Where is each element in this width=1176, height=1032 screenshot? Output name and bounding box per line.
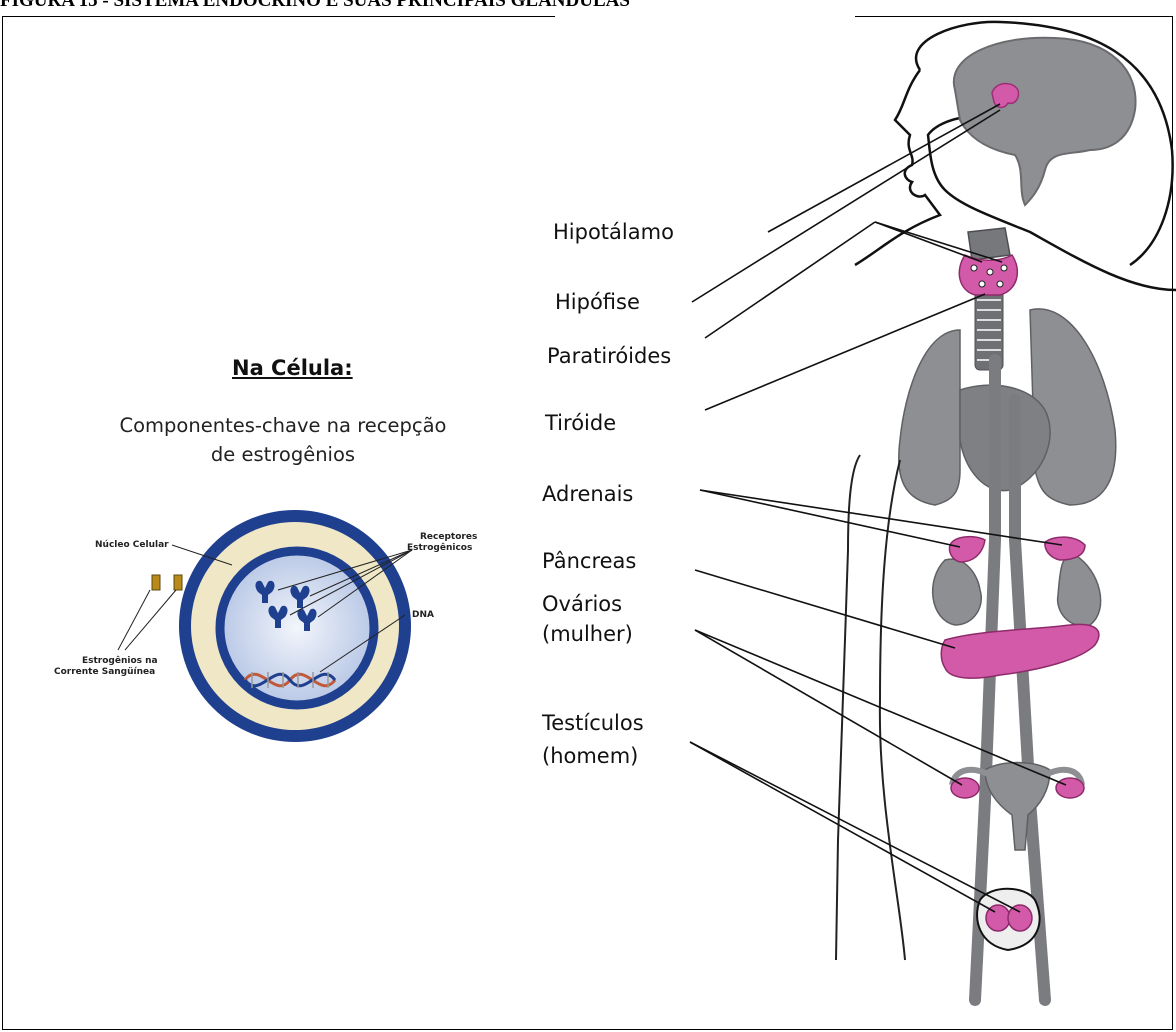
cell-subtitle-line1: Componentes-chave na recepção xyxy=(73,412,493,439)
label-testiculos-line2: (homem) xyxy=(542,743,638,769)
nucleus-label: Núcleo Celular xyxy=(95,540,169,551)
larynx xyxy=(968,228,1010,260)
label-tiroide: Tiróide xyxy=(545,410,616,436)
label-ovarios-line1: Ovários xyxy=(542,591,622,617)
label-adrenais: Adrenais xyxy=(542,481,633,507)
label-pancreas: Pâncreas xyxy=(542,548,636,574)
label-testiculos-line1: Testículos xyxy=(542,710,644,736)
cell-heading: Na Célula: xyxy=(232,356,353,380)
receptors-label-line1: Receptores xyxy=(420,532,477,543)
cell-subtitle-line2: de estrogênios xyxy=(73,441,493,468)
label-ovarios-line2: (mulher) xyxy=(542,621,633,647)
label-paratiroides: Paratiróides xyxy=(547,343,671,369)
cell-nucleus xyxy=(220,551,374,705)
dna-label: DNA xyxy=(412,610,434,621)
label-hipotalamo: Hipotálamo xyxy=(553,219,674,245)
estrogens-label-line2: Corrente Sangüínea xyxy=(54,667,155,678)
label-hipofise: Hipófise xyxy=(555,289,640,315)
estrogen-molecules xyxy=(152,575,182,590)
pancreas-gland xyxy=(941,624,1099,678)
estrogens-label-line1: Estrogênios na xyxy=(82,656,158,667)
uterus xyxy=(985,763,1050,851)
receptors-label-line2: Estrogênicos xyxy=(407,543,472,554)
